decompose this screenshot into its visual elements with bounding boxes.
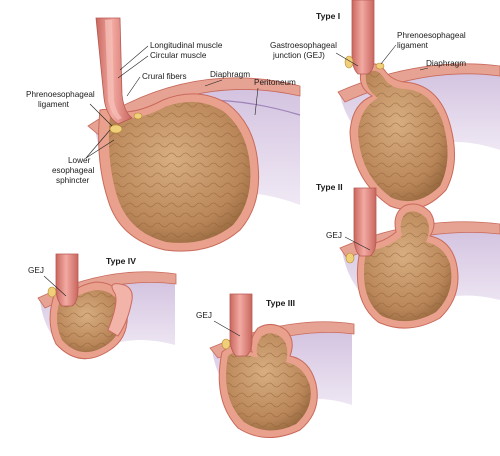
panel-type1: Type I Gastroesophageal junction (GEJ) P… [270, 0, 500, 211]
title-type1: Type I [316, 11, 340, 21]
panel-type3: Type III GEJ [196, 293, 355, 439]
t1-label-diaphragm: Diaphragm [426, 59, 466, 68]
label-les-3: sphincter [56, 176, 89, 185]
title-type2: Type II [316, 182, 343, 192]
label-longitudinal-muscle: Longitudinal muscle [150, 41, 223, 50]
t4-ligament [47, 286, 57, 298]
label-circular-muscle: Circular muscle [150, 51, 207, 60]
t3-stomach-rugae [226, 333, 311, 431]
panel-type4: Type IV GEJ [28, 253, 177, 360]
esophagus-lumen [105, 20, 122, 120]
t2-label-gej: GEJ [326, 231, 342, 240]
label-phrenoesophageal-1: Phrenoesophageal [26, 90, 95, 99]
t3-label-gej: GEJ [196, 311, 212, 320]
t3-ligament [221, 338, 231, 350]
title-type3: Type III [266, 298, 295, 308]
panel-type2: Type II GEJ [316, 182, 500, 329]
label-phrenoesophageal-2: ligament [38, 100, 70, 109]
t2-ligament [345, 252, 355, 264]
t4-herniated-organ [107, 283, 133, 337]
t2-esophagus [353, 187, 377, 257]
t1-ligament [344, 55, 354, 69]
t4-esophagus [55, 253, 79, 307]
t4-label-gej: GEJ [28, 266, 44, 275]
t1-ligament-right [375, 62, 385, 70]
t1-label-gej-2: junction (GEJ) [272, 51, 325, 60]
label-les-1: Lower [68, 156, 91, 165]
label-diaphragm: Diaphragm [210, 70, 250, 79]
t1-label-gej-1: Gastroesophageal [270, 41, 337, 50]
label-crural-fibers: Crural fibers [142, 72, 187, 81]
esophagus [95, 17, 133, 125]
ligament-right [133, 112, 143, 120]
label-les-2: esophageal [52, 166, 95, 175]
t1-label-pel-2: ligament [397, 41, 429, 50]
t3-esophagus [229, 293, 253, 357]
stomach-rugae [108, 101, 251, 243]
t1-stomach-rugae [358, 70, 448, 202]
t1-esophagus [351, 0, 375, 75]
title-type4: Type IV [106, 256, 136, 266]
panel-normal: Longitudinal muscle Circular muscle Crur… [26, 17, 301, 252]
label-peritoneum: Peritoneum [254, 78, 296, 87]
t2-stomach-rugae [364, 211, 452, 322]
t1-label-pel-1: Phrenoesophageal [397, 31, 466, 40]
phrenoesophageal-ligament [109, 124, 123, 134]
